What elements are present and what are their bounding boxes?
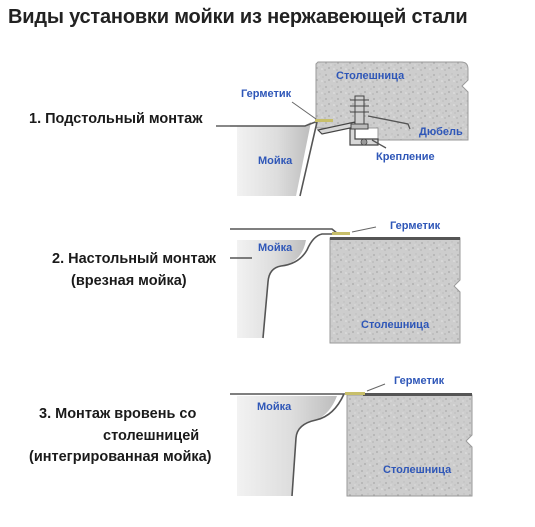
dowel-shape xyxy=(350,95,369,130)
sealant-label: Герметик xyxy=(241,88,292,100)
section-caption-line2: (врезная мойка) xyxy=(71,273,187,289)
sink-bowl xyxy=(237,122,311,196)
countertop-top-edge xyxy=(330,237,460,240)
sink-bowl xyxy=(237,240,306,338)
section-drop-in: 2. Настольный монтаж (врезная мойка) Сто… xyxy=(52,220,461,344)
sealant-leader xyxy=(291,101,317,120)
sink-rim-line xyxy=(230,393,346,497)
countertop-slab xyxy=(315,61,469,141)
section-caption: 3. Монтаж вровень со xyxy=(39,406,196,422)
countertop-label: Столешница xyxy=(383,464,452,476)
page-title: Виды установки мойки из нержавеющей стал… xyxy=(8,6,468,28)
countertop-top-edge xyxy=(363,393,472,396)
section-caption-line2: столешницей xyxy=(103,428,199,444)
countertop-label: Столешница xyxy=(361,319,430,331)
sealant-strip xyxy=(332,232,350,235)
dowel-label: Дюбель xyxy=(419,126,463,138)
sink-label: Мойка xyxy=(258,242,293,254)
section-undermount: 1. Подстольный монтаж Столешница Мойка Г… xyxy=(29,61,469,197)
bracket-leader xyxy=(371,139,387,149)
countertop-slab xyxy=(346,394,473,497)
sealant-label: Герметик xyxy=(394,375,445,387)
bracket-label: Крепление xyxy=(376,151,435,163)
sealant-strip xyxy=(345,392,365,395)
section-caption: 1. Подстольный монтаж xyxy=(29,111,203,127)
sealant-strip xyxy=(315,119,333,122)
sealant-label: Герметик xyxy=(390,220,441,232)
section-caption-line3: (интегрированная мойка) xyxy=(29,449,212,465)
sealant-leader xyxy=(351,226,377,233)
sink-label: Мойка xyxy=(257,401,292,413)
countertop-label: Столешница xyxy=(336,70,405,82)
countertop-slab xyxy=(329,237,461,344)
section-flush: 3. Монтаж вровень со столешницей (интегр… xyxy=(29,375,473,497)
sink-label: Мойка xyxy=(258,155,293,167)
section-caption: 2. Настольный монтаж xyxy=(52,251,217,267)
dowel-leader xyxy=(367,115,411,130)
sink-rim-line xyxy=(230,228,341,339)
sealant-leader xyxy=(366,383,386,392)
